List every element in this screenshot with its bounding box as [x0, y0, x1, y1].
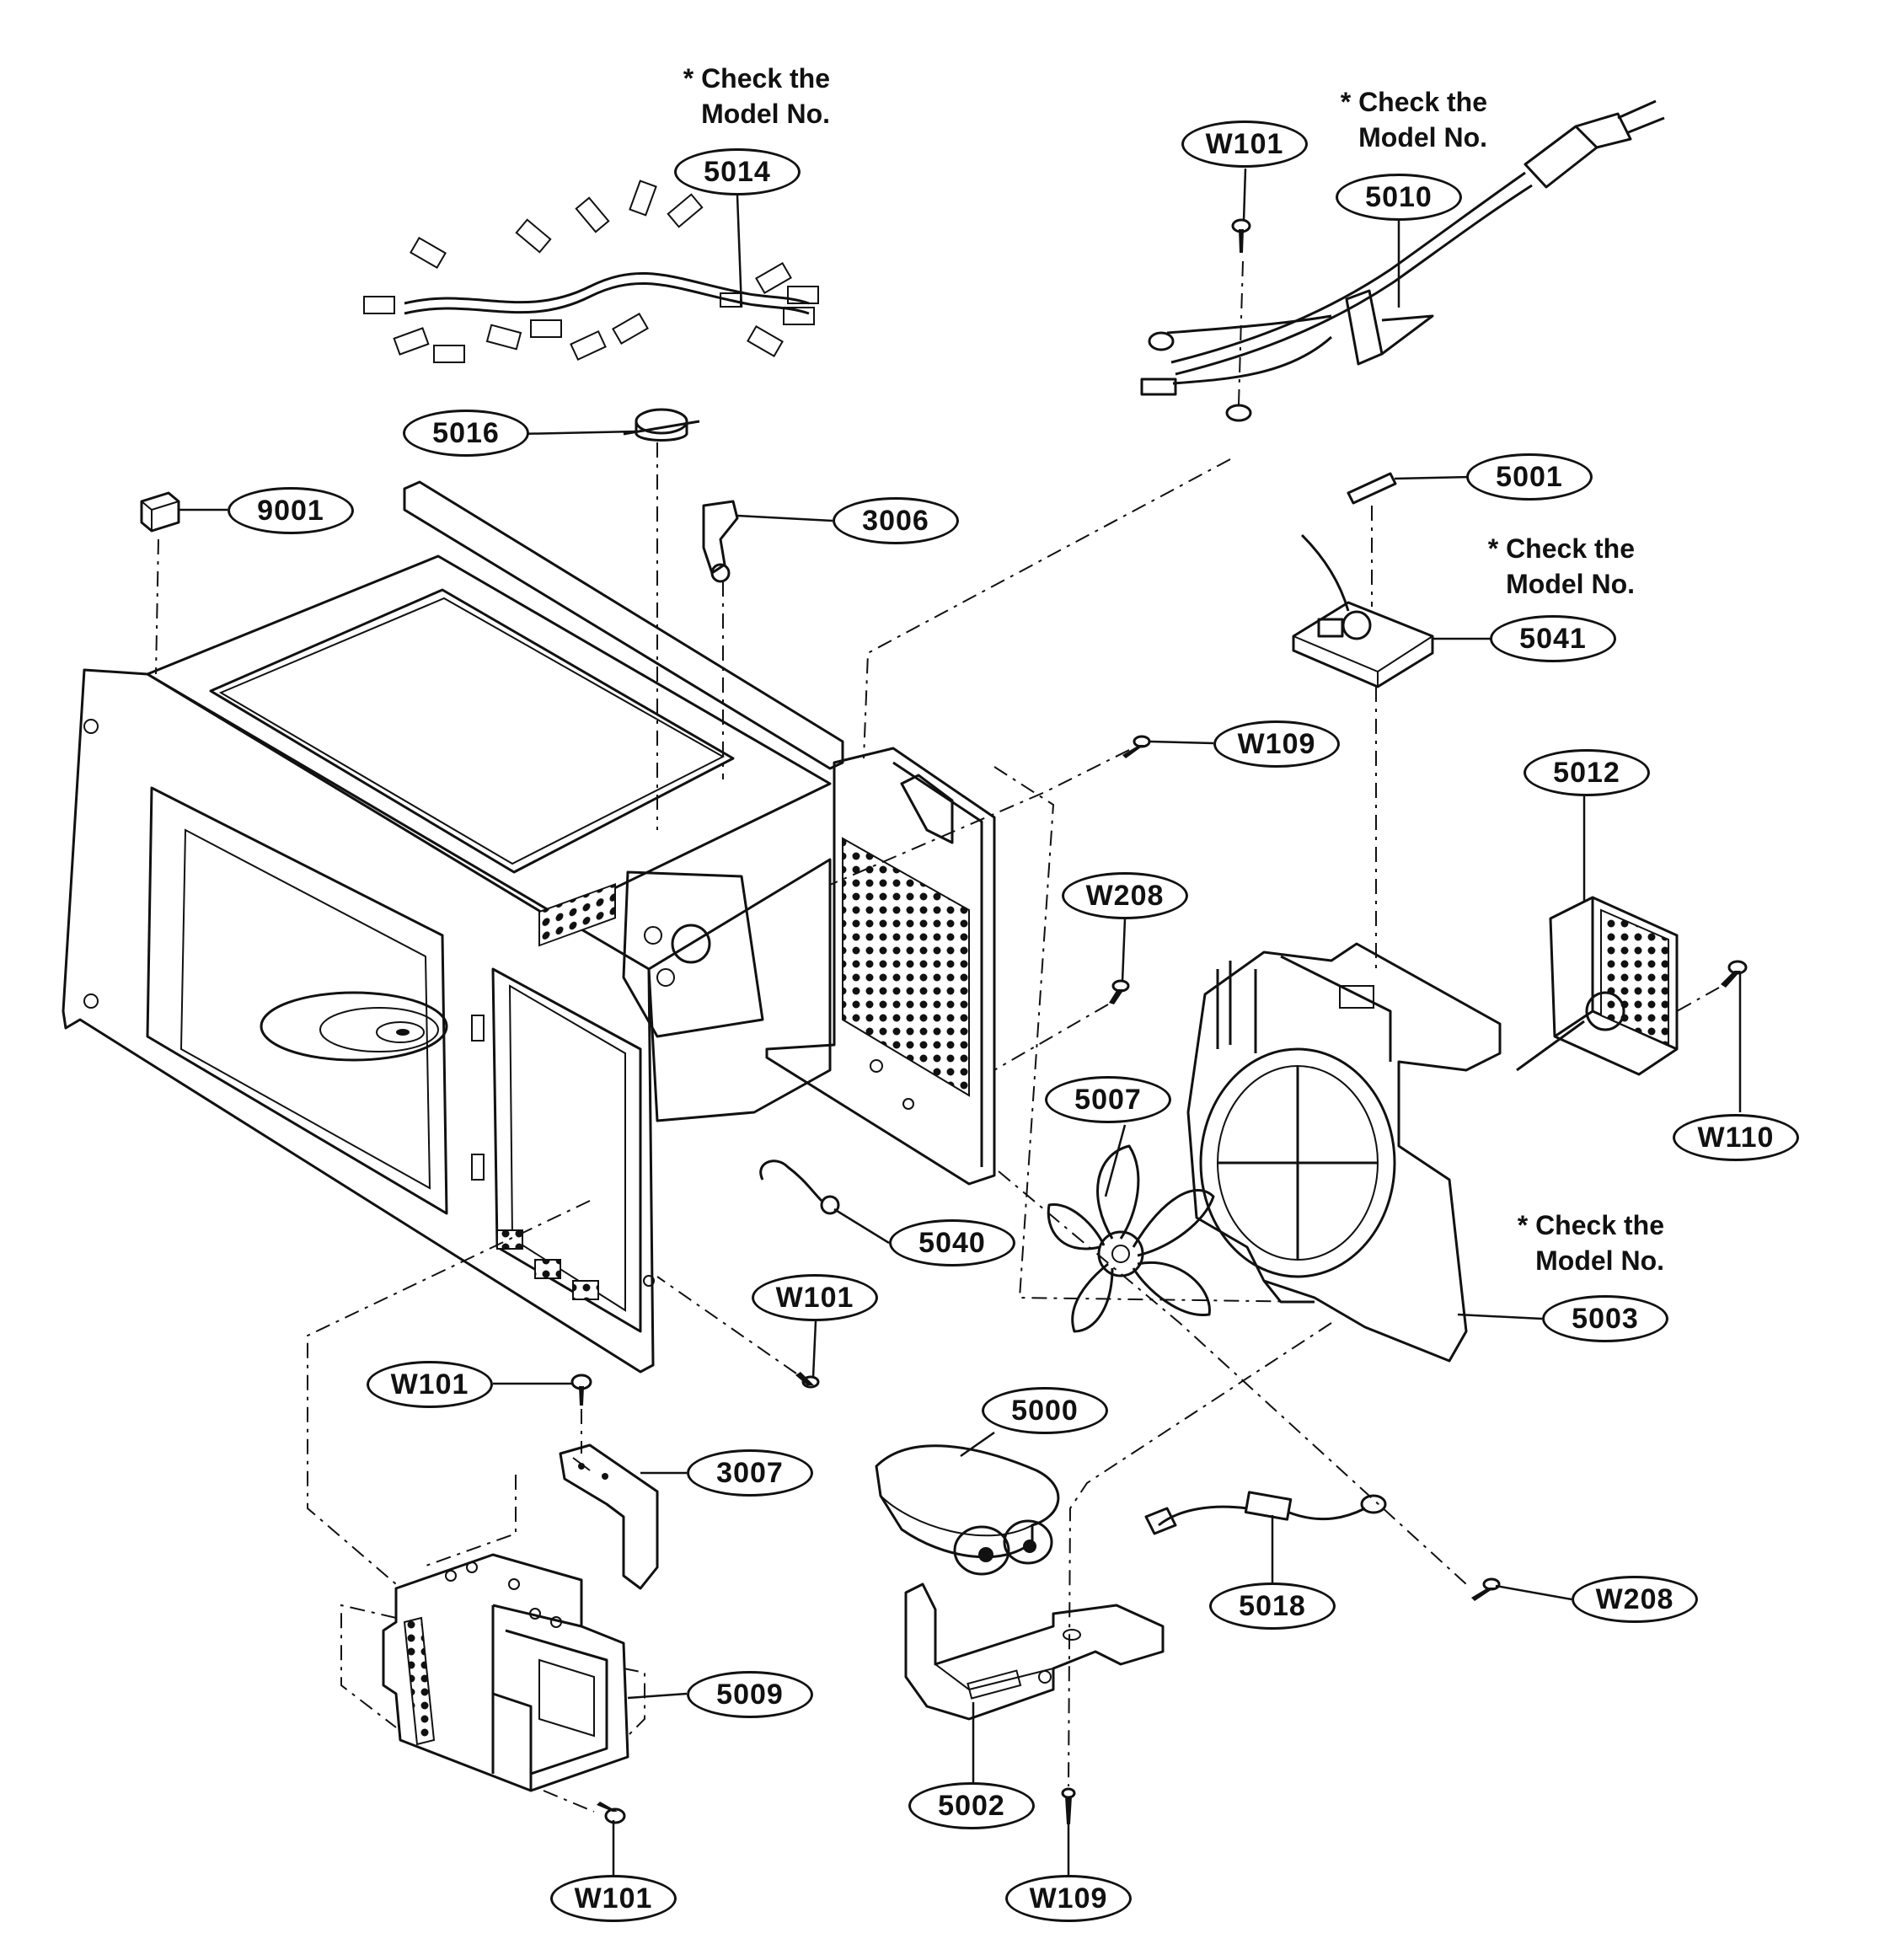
label-w101-bottom: W101 [550, 1875, 677, 1922]
capacitor [875, 1444, 1060, 1576]
label-5012: 5012 [1524, 749, 1650, 796]
screws [570, 218, 1748, 1824]
magnetron [382, 1553, 629, 1792]
thermal-fuse-wire [759, 1159, 840, 1215]
wire-harness [363, 179, 819, 363]
label-w101-mid: W101 [752, 1274, 878, 1321]
label-w109-top: W109 [1213, 720, 1340, 768]
label-w101-left: W101 [367, 1361, 493, 1408]
leader-lines [179, 168, 1742, 1875]
label-5000: 5000 [982, 1387, 1108, 1434]
label-5003: 5003 [1542, 1295, 1668, 1342]
sensor-wire [1144, 1491, 1387, 1535]
note-check-model-5041: * Check the Model No. [1487, 533, 1635, 599]
note-check-model-5003: * Check the Model No. [1517, 1210, 1664, 1276]
stirrer-motor [1516, 896, 1679, 1076]
magnetron-bracket [559, 1443, 659, 1590]
noise-filter-board [1292, 533, 1434, 688]
label-w208-low: W208 [1572, 1576, 1698, 1623]
note-check-model-5010: * Check the Model No. [1340, 87, 1487, 153]
label-5009: 5009 [687, 1671, 813, 1718]
label-5007: 5007 [1045, 1076, 1171, 1123]
label-w101-top: W101 [1181, 120, 1308, 168]
label-w208-mid: W208 [1062, 872, 1188, 919]
rear-panel [765, 747, 996, 1186]
label-3006: 3006 [833, 497, 959, 544]
label-3007: 3007 [687, 1449, 813, 1497]
fuse-part [140, 491, 180, 533]
fan-blade [1047, 1144, 1215, 1333]
label-5010: 5010 [1336, 174, 1462, 221]
label-w109-bottom: W109 [1005, 1875, 1132, 1922]
power-cord [1140, 99, 1665, 396]
label-5018: 5018 [1209, 1582, 1336, 1630]
label-w110: W110 [1673, 1114, 1799, 1161]
capacitor-bracket [904, 1582, 1165, 1721]
note-check-model-5014: * Check the Model No. [683, 63, 830, 129]
label-5016: 5016 [403, 410, 529, 457]
alignment-lines [155, 260, 1720, 1813]
latch-part [702, 500, 739, 583]
thermostat [623, 408, 700, 442]
fan-duct [1186, 942, 1502, 1363]
label-9001: 9001 [228, 487, 354, 534]
cavity-assembly [62, 480, 844, 1374]
label-5002: 5002 [908, 1782, 1035, 1829]
label-5041: 5041 [1490, 615, 1616, 662]
label-5001: 5001 [1466, 453, 1593, 501]
label-5014: 5014 [674, 148, 801, 195]
fuse-5001 [1347, 472, 1397, 505]
label-5040: 5040 [889, 1219, 1015, 1267]
